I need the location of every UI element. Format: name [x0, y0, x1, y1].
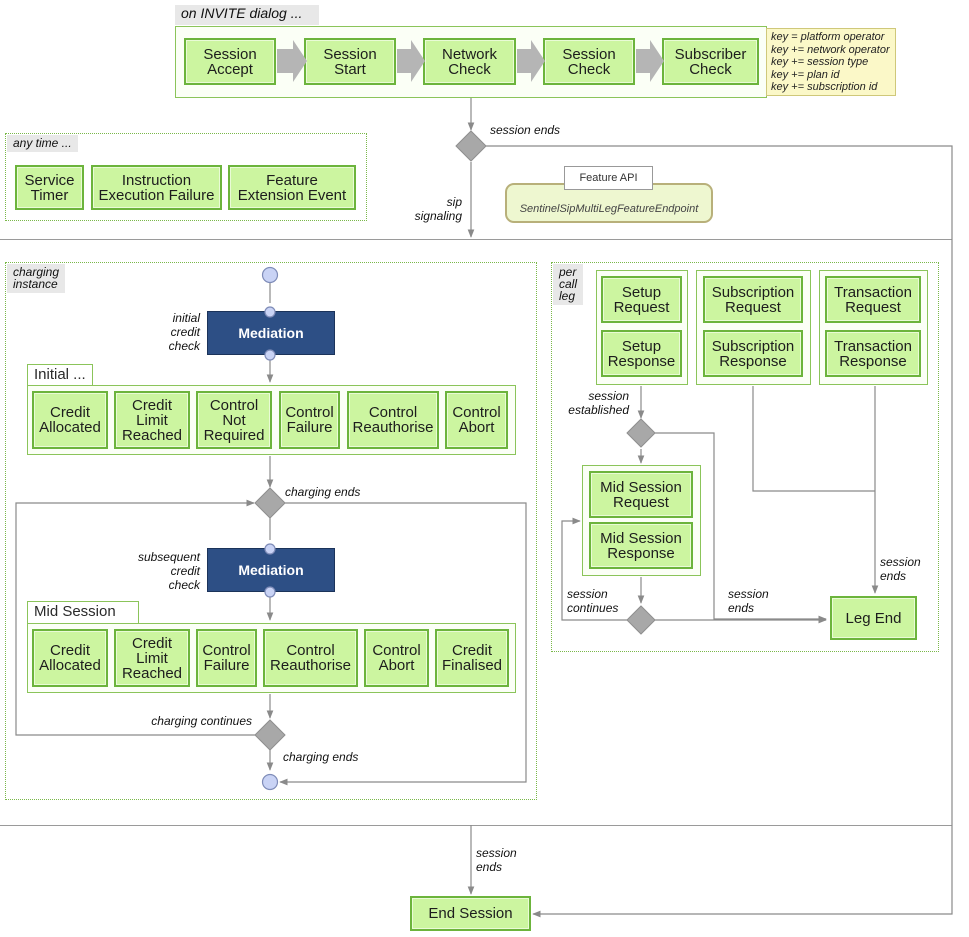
initial-credit-allocated-node[interactable]: Credit Allocated [32, 391, 108, 449]
invite-dialog-title: on INVITE dialog ... [175, 5, 319, 25]
mid-control-abort-node[interactable]: Control Abort [364, 629, 429, 687]
charging-instance-title: charging instance [7, 264, 66, 293]
charging-instance-group [5, 262, 537, 800]
chevron-arrow-icon [517, 40, 545, 82]
section-separator-top [0, 239, 952, 240]
charging-start-connector [261, 266, 279, 284]
any-time-group [5, 133, 367, 221]
mediation2-out-connector [264, 586, 276, 598]
chevron-arrow-icon [636, 40, 664, 82]
session-established-decision-diamond [626, 418, 656, 448]
session-continues-label: session continues [567, 587, 619, 615]
session-ends-top-label: session ends [490, 123, 561, 137]
session-accept-node[interactable]: Session Accept [184, 38, 276, 85]
session-continues-decision-diamond [626, 605, 656, 635]
transaction-response-node[interactable]: Transaction Response [825, 330, 921, 377]
charging-ends-decision-diamond [254, 487, 286, 519]
leg-end-node[interactable]: Leg End [830, 596, 917, 640]
charging-continues-label: charging continues [151, 714, 252, 728]
section-separator-bottom [0, 825, 952, 826]
subscription-request-node[interactable]: Subscription Request [703, 276, 803, 323]
chevron-arrow-icon [277, 40, 307, 82]
network-check-node[interactable]: Network Check [423, 38, 516, 85]
session-start-node[interactable]: Session Start [304, 38, 396, 85]
session-ends-decision-diamond [455, 130, 487, 162]
charging-ends-label-2: charging ends [283, 750, 359, 764]
subscriber-check-node[interactable]: Subscriber Check [662, 38, 759, 85]
chevron-arrow-icon [397, 40, 425, 82]
initial-control-reauthorise-node[interactable]: Control Reauthorise [347, 391, 439, 449]
session-ends-bottom-label: session ends [476, 846, 517, 874]
mediation-out-connector [264, 349, 276, 361]
session-ends-right-label: session ends [880, 555, 921, 583]
per-call-leg-group [551, 262, 939, 652]
routing-key-note: key = platform operator key += network o… [766, 28, 896, 96]
feature-api-title: Feature API [564, 166, 653, 190]
initial-credit-limit-reached-node[interactable]: Credit Limit Reached [114, 391, 190, 449]
initial-control-failure-node[interactable]: Control Failure [279, 391, 340, 449]
step-chevrons [277, 40, 664, 82]
mid-credit-allocated-node[interactable]: Credit Allocated [32, 629, 108, 687]
charging-continues-decision-diamond [254, 719, 286, 751]
subscription-response-node[interactable]: Subscription Response [703, 330, 803, 377]
transaction-request-node[interactable]: Transaction Request [825, 276, 921, 323]
per-call-leg-title: per call leg [553, 264, 584, 305]
mid-credit-limit-reached-node[interactable]: Credit Limit Reached [114, 629, 190, 687]
mid-session-response-node[interactable]: Mid Session Response [589, 522, 693, 569]
feature-extension-event-node[interactable]: Feature Extension Event [228, 165, 356, 210]
initial-control-not-required-node[interactable]: Control Not Required [196, 391, 272, 449]
any-time-title: any time ... [7, 135, 78, 152]
mid-session-request-node[interactable]: Mid Session Request [589, 471, 693, 518]
subsequent-credit-check-label: subsequent credit check [137, 550, 200, 592]
initial-credit-check-label: initial credit check [168, 311, 200, 353]
initial-group-title: Initial ... [27, 364, 93, 386]
setup-request-node[interactable]: Setup Request [601, 276, 682, 323]
mid-credit-finalised-node[interactable]: Credit Finalised [435, 629, 509, 687]
mid-control-failure-node[interactable]: Control Failure [196, 629, 257, 687]
mid-session-group-title: Mid Session ... [27, 601, 139, 637]
initial-mediation-node[interactable]: Mediation [207, 311, 335, 355]
charging-end-connector [261, 773, 279, 791]
mid-control-reauthorise-node[interactable]: Control Reauthorise [263, 629, 358, 687]
setup-response-node[interactable]: Setup Response [601, 330, 682, 377]
session-established-label: session established [568, 389, 629, 417]
service-timer-node[interactable]: Service Timer [15, 165, 84, 210]
sip-signaling-label: sip signaling [414, 195, 462, 223]
session-check-node[interactable]: Session Check [543, 38, 635, 85]
end-session-node[interactable]: End Session [410, 896, 531, 931]
charging-ends-label-1: charging ends [285, 485, 361, 499]
session-ends-mid-label: session ends [728, 587, 769, 615]
mediation2-in-connector [264, 543, 276, 555]
instruction-execution-failure-node[interactable]: Instruction Execution Failure [91, 165, 222, 210]
initial-control-abort-node[interactable]: Control Abort [445, 391, 508, 449]
mediation-in-connector [264, 306, 276, 318]
